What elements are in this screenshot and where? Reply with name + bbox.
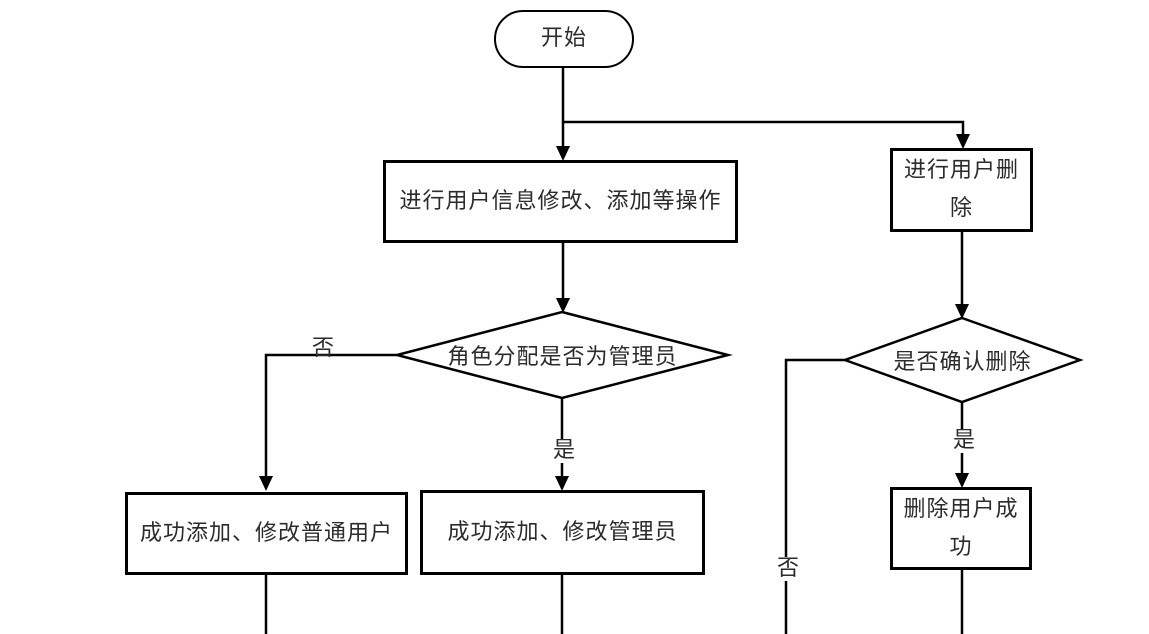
decision-role-diamond bbox=[392, 310, 733, 400]
arrowhead-normal-top bbox=[259, 476, 273, 491]
edge-label-confirm-no: 否 bbox=[775, 556, 802, 581]
edge-label-role-yes: 是 bbox=[551, 438, 578, 463]
arrowhead-delete-top bbox=[956, 134, 970, 149]
edge-role-no bbox=[264, 353, 397, 477]
result-admin-box: 成功添加、修改管理员 bbox=[420, 490, 705, 575]
arrowhead-admin-top bbox=[555, 476, 569, 491]
arrowhead-edit-top bbox=[556, 146, 570, 161]
result-normal-user-box: 成功添加、修改普通用户 bbox=[125, 492, 408, 575]
edge-label-confirm-yes: 是 bbox=[951, 428, 978, 453]
arrowhead-role-top bbox=[556, 298, 570, 313]
process-delete-user-box: 进行用户删除 bbox=[890, 148, 1033, 232]
edge-confirm-no bbox=[784, 358, 845, 634]
start-node: 开始 bbox=[494, 10, 634, 68]
edge-branch-to-delete bbox=[563, 120, 965, 136]
result-delete-success-box: 删除用户成功 bbox=[890, 487, 1032, 570]
arrowhead-success-top bbox=[955, 473, 969, 488]
arrowhead-confirm-top bbox=[955, 304, 969, 319]
process-edit-user-box: 进行用户信息修改、添加等操作 bbox=[383, 160, 738, 243]
decision-confirm-diamond bbox=[841, 316, 1084, 404]
edge-label-role-no: 否 bbox=[312, 336, 335, 361]
